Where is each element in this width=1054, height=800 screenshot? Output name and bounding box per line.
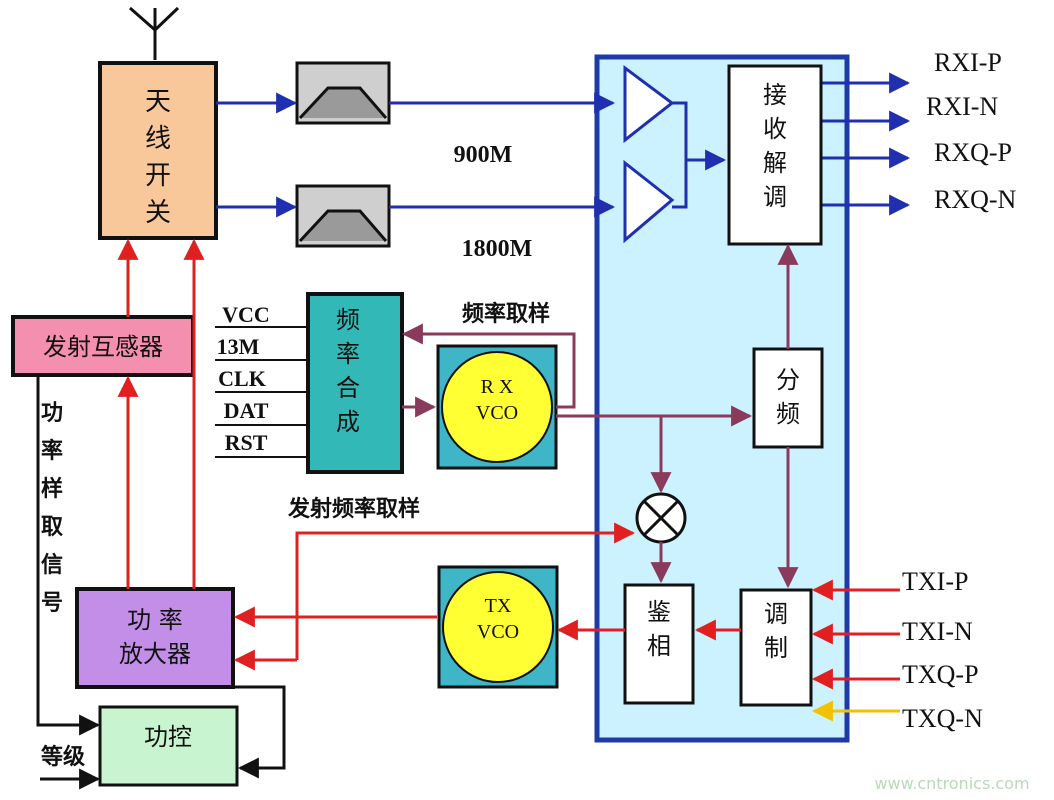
freq-synth-label: 频率合成: [336, 306, 360, 436]
lna-1800-symbol: [623, 159, 675, 244]
divider-label: 分频: [776, 366, 800, 428]
control-lines: [36, 375, 286, 790]
synth-input-13m: 13M: [217, 334, 260, 359]
synth-input-dat: DAT: [224, 398, 269, 423]
tx-input-txi-p: TXI-P: [902, 567, 968, 596]
filter-1800-block: [295, 184, 391, 248]
band-900-label: 900M: [454, 142, 513, 168]
power-amp-label: 功 率放大器: [119, 606, 191, 668]
freq-synth-block: [306, 292, 404, 474]
modulator-block: [739, 588, 813, 707]
lo-signal-lines: [401, 243, 799, 589]
modulator-label: 调制: [764, 600, 788, 662]
watermark: www.cntronics.com: [874, 774, 1029, 793]
rx-signal-lines: [216, 72, 911, 218]
filter-900-block: [295, 61, 391, 125]
rx-output-rxq-n: RXQ-N: [934, 185, 1017, 214]
rx-output-rxq-p: RXQ-P: [934, 138, 1012, 167]
tx-input-txi-n: TXI-N: [902, 617, 973, 646]
tx-input-txq-n: TXQ-N: [902, 704, 983, 733]
mixer-symbol: [635, 492, 687, 544]
synth-input-lines: [215, 326, 306, 458]
power-amp-block: [75, 587, 235, 689]
lna-900-symbol: [623, 65, 675, 144]
divider-block: [752, 347, 824, 449]
rx-demodulator-block: [727, 64, 823, 246]
rx-output-rxi-p: RXI-P: [934, 48, 1002, 77]
phase-detector-block: [623, 583, 695, 705]
antenna-icon: [129, 6, 180, 60]
freq-sample-label: 频率取样: [462, 301, 550, 327]
rx-output-rxi-n: RXI-N: [926, 92, 998, 121]
rx-vco-block: [436, 344, 558, 470]
band-1800-label: 1800M: [462, 236, 533, 262]
tx-freq-sample-label: 发射频率取样: [287, 496, 420, 522]
power-control-block: [98, 705, 239, 787]
synth-input-rst: RST: [225, 430, 268, 455]
rx-demodulator-label: 接收解调: [763, 81, 787, 211]
power-control-label: 功控: [144, 723, 192, 751]
level-label: 等级: [41, 744, 85, 770]
antenna-switch-label: 天线开关: [145, 87, 171, 228]
tx-vco-block: [437, 565, 559, 689]
antenna-switch-block: [98, 61, 218, 240]
power-sample-signal-label: 功率样取信号: [41, 401, 63, 616]
tx-signal-lines: [117, 238, 900, 690]
tx-coupler-label: 发射互感器: [43, 333, 163, 361]
synth-input-vcc: VCC: [222, 302, 270, 327]
synth-input-clk: CLK: [218, 366, 266, 391]
tx-input-txq-p: TXQ-P: [902, 660, 979, 689]
phase-detector-label: 鉴相: [647, 598, 671, 660]
